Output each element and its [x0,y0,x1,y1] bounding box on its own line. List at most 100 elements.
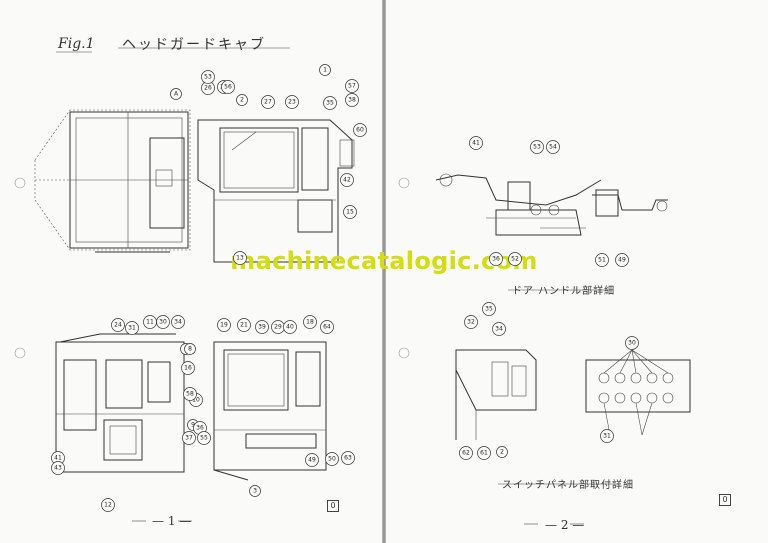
callout-30: 30 [625,336,639,350]
callout-11: 11 [143,315,157,329]
callout-2: 2 [236,94,248,106]
page-number: — 1 — [152,514,192,528]
callout-49: 49 [615,253,629,267]
callout-54: 54 [546,140,560,154]
callout-61: 61 [477,446,491,460]
svg-text:52: 52 [511,256,519,263]
watermark: machinecatalogic.com [230,247,538,275]
svg-text:15: 15 [346,209,354,216]
callout-43: 43 [51,461,65,475]
callout-64: 64 [320,320,334,334]
callout-63: 63 [341,451,355,465]
page-stamp: 0 [327,500,339,512]
svg-text:50: 50 [328,456,336,463]
svg-text:24: 24 [114,322,122,329]
svg-text:26: 26 [204,85,212,92]
callout-29: 29 [271,320,285,334]
svg-text:54: 54 [549,144,557,151]
callout-30: 30 [156,315,170,329]
callout-42: 42 [340,173,354,187]
callout-56: 56 [221,80,235,94]
binder-hole [14,347,26,359]
svg-text:39: 39 [258,324,266,331]
callout-16: 16 [181,361,195,375]
callout-57: 57 [345,79,359,93]
svg-text:40: 40 [286,324,294,331]
callout-41: 41 [469,136,483,150]
svg-text:A: A [174,91,179,98]
svg-text:36: 36 [196,425,204,432]
callout-37: 37 [182,431,196,445]
callout-35: 35 [323,96,337,110]
callout-12: 12 [101,498,115,512]
callout-35: 35 [482,302,496,316]
svg-text:9: 9 [191,422,195,429]
side-view-drawing [197,119,355,263]
callout-3: 3 [249,485,261,497]
svg-text:61: 61 [480,450,488,457]
svg-text:3: 3 [253,488,257,495]
svg-text:35: 35 [485,306,493,313]
svg-text:31: 31 [603,433,611,440]
callout-51: 51 [595,253,609,267]
svg-text:10: 10 [192,397,200,404]
callout-32: 32 [464,315,478,329]
left-page: Fig.1 ヘッドガードキャブ — 1 — 0 [0,0,382,543]
svg-text:18: 18 [306,319,314,326]
callout-62: 62 [459,446,473,460]
page-stamp: 0 [719,494,731,506]
svg-text:57: 57 [348,83,356,90]
svg-text:41: 41 [54,455,62,462]
callout-26: 26 [201,81,215,95]
svg-text:41: 41 [472,140,480,147]
figure-title: ヘッドガードキャブ [122,37,266,53]
callout-8: 8 [184,343,196,355]
svg-text:53: 53 [533,144,541,151]
svg-text:42: 42 [343,177,351,184]
svg-text:58: 58 [186,391,194,398]
callout-A: A [170,88,182,100]
svg-text:21: 21 [240,322,248,329]
svg-text:1: 1 [323,67,327,74]
callout-55: 55 [197,431,211,445]
rear-view-drawing [213,341,327,481]
callout-24: 24 [111,318,125,332]
svg-text:34: 34 [495,326,503,333]
svg-text:63: 63 [344,455,352,462]
callout-60: 60 [353,123,367,137]
left-page-drawing [14,47,355,522]
svg-text:53: 53 [204,74,212,81]
callout-23: 23 [285,95,299,109]
door-handle-drawing [435,173,668,236]
svg-text:32: 32 [467,319,475,326]
svg-text:2: 2 [240,97,244,104]
book-spine [382,0,386,543]
svg-text:55: 55 [200,435,208,442]
svg-text:23: 23 [288,99,296,106]
svg-text:34: 34 [174,319,182,326]
svg-text:60: 60 [356,127,364,134]
binder-hole [14,177,26,189]
svg-text:13: 13 [236,255,244,262]
callout-2: 2 [496,446,508,458]
callout-1: 1 [319,64,331,76]
callout-58: 58 [183,387,197,401]
door-handle-caption: ドア ハンドル部詳細 [512,286,616,297]
svg-text:64: 64 [323,324,331,331]
callout-13: 13 [233,251,247,265]
callout-41: 41 [51,451,65,465]
svg-text:38: 38 [348,97,356,104]
callout-38: 38 [345,93,359,107]
callout-34: 34 [171,315,185,329]
svg-text:43: 43 [54,465,62,472]
binder-hole [398,177,410,189]
callout-34: 34 [492,322,506,336]
callout-36: 36 [489,252,503,266]
svg-text:37: 37 [185,435,193,442]
top-view-drawing [34,109,191,253]
switch-panel-caption: スイッチパネル部取付詳細 [502,480,634,491]
figure-label: Fig.1 [58,36,95,52]
svg-text:56: 56 [224,84,232,91]
svg-text:35: 35 [326,100,334,107]
